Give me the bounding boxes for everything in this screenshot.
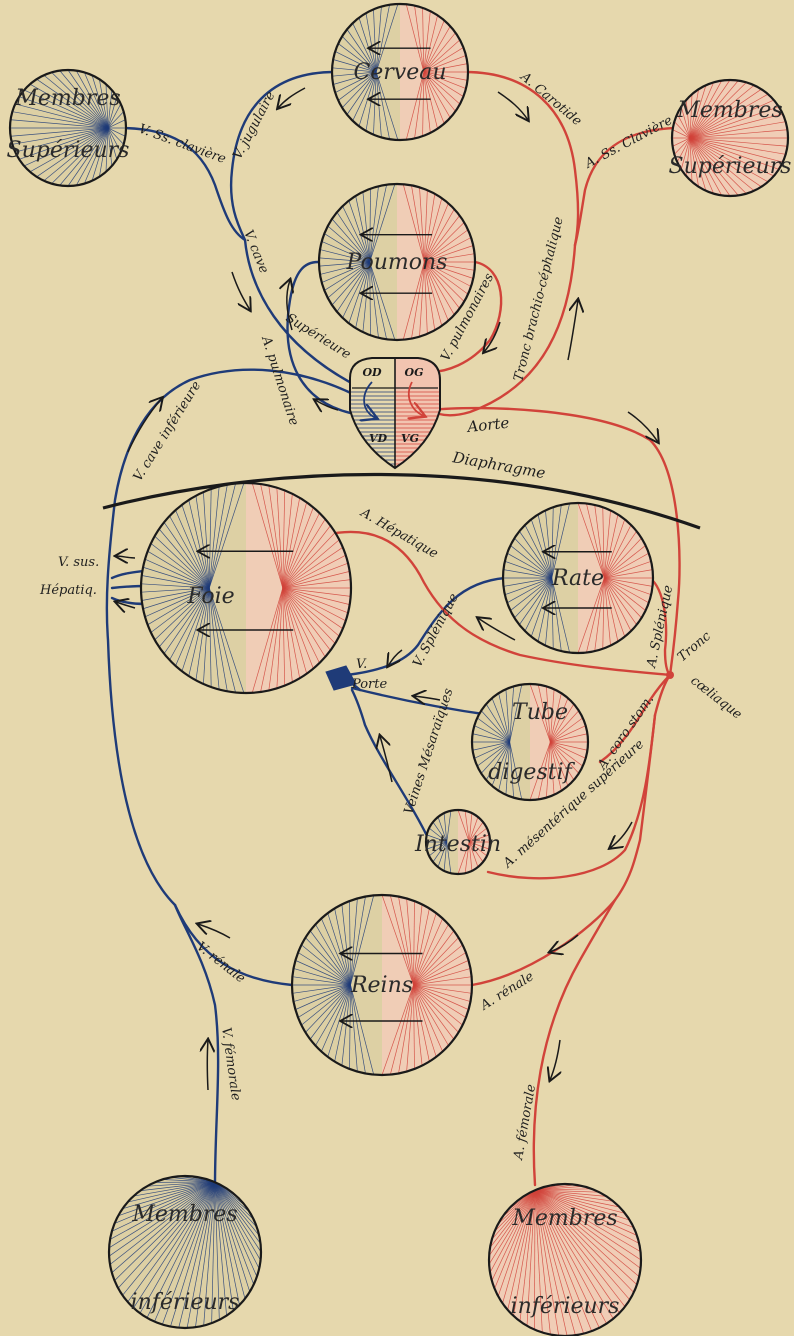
label-aorte: Aorte (465, 414, 511, 437)
label-v-ss-claviere: V. Ss. clavière (137, 122, 228, 167)
label-v-porte-2: Porte (351, 677, 387, 692)
organ-intestin: Intestin (414, 810, 501, 874)
organ-foie: Foie (141, 483, 351, 693)
flow-arrow (568, 300, 578, 360)
flow-arrow (278, 88, 305, 108)
organ-membres-sup-left-label: Membres (14, 86, 120, 111)
organ-membres-sup-right-label: Membres (676, 98, 782, 123)
label-a-pulmonaire: A. pulmonaire (258, 334, 301, 428)
organ-membres-inf-left-label: Membres (131, 1202, 237, 1227)
label-v-jugulaire: V. jugulaire (230, 89, 278, 162)
organ-reins: Reins (292, 895, 472, 1075)
organ-foie-label: Foie (186, 584, 234, 609)
label-v-sus: V. sus. (58, 555, 99, 570)
label-v-femorale: V. fémorale (218, 1026, 243, 1102)
organ-membres-sup-left-label: Supérieurs (7, 138, 130, 163)
label-coeliaque: cœliaque (688, 673, 745, 722)
organ-rate: Rate (503, 503, 653, 653)
organ-reins-label: Reins (350, 973, 413, 998)
organ-membres-inf-left-label: inférieurs (131, 1290, 240, 1315)
vein-digestive (352, 688, 490, 715)
label-hepatiq: Hépatiq. (39, 583, 97, 598)
organ-tube-label: digestif (488, 760, 575, 785)
organ-intestin-label: Intestin (414, 832, 501, 857)
flow-arrow (498, 92, 528, 120)
flow-arrow (232, 272, 250, 310)
flow-arrow (628, 412, 658, 442)
organ-poumons: Poumons (319, 184, 475, 340)
organs-layer: MembresSupérieursCerveauMembresSupérieur… (7, 4, 792, 1336)
organ-membres-inf-right: Membres inférieurs (489, 1184, 641, 1336)
organ-cerveau: Cerveau (332, 4, 468, 140)
flow-arrow (207, 1040, 208, 1090)
organ-tube: Tube digestif (472, 684, 588, 800)
organ-membres-inf-left: Membres inférieurs (109, 1176, 261, 1328)
organ-membres-sup-right-label: Supérieurs (669, 154, 792, 179)
artery-femoral (534, 900, 615, 1185)
label-a-carotide: A. Carotide (517, 69, 585, 129)
heart-label-od: OD (362, 366, 382, 379)
flow-arrow (414, 696, 440, 700)
heart-label-vg: VG (401, 432, 419, 445)
organ-tube-label: Tube (512, 700, 568, 725)
celiac-node (666, 671, 674, 679)
flow-arrow (550, 1040, 560, 1080)
label-v-porte-1: V. (356, 657, 367, 672)
heart-label-og: OG (405, 366, 424, 379)
flow-arrow (478, 618, 515, 640)
organ-cerveau-label: Cerveau (353, 60, 446, 85)
label-tronc-brachio: Tronc brachio-céphalique (511, 215, 566, 383)
vein-jugular (231, 72, 335, 240)
label-a-ss-claviere: A. Ss. Clavière (582, 113, 675, 172)
heart-label-vd: VD (369, 432, 388, 445)
flow-arrow (116, 556, 135, 558)
organ-membres-inf-right-label: Membres (511, 1206, 617, 1231)
heart: OD OG VD VG (350, 355, 440, 470)
organ-poumons-label: Poumons (346, 250, 448, 275)
label-tronc: Tronc (675, 628, 715, 665)
organ-rate-label: Rate (551, 566, 604, 591)
label-v-cave: V. cave (240, 228, 271, 276)
flow-arrow (198, 924, 230, 938)
organ-membres-inf-right-label: inférieurs (511, 1294, 620, 1319)
